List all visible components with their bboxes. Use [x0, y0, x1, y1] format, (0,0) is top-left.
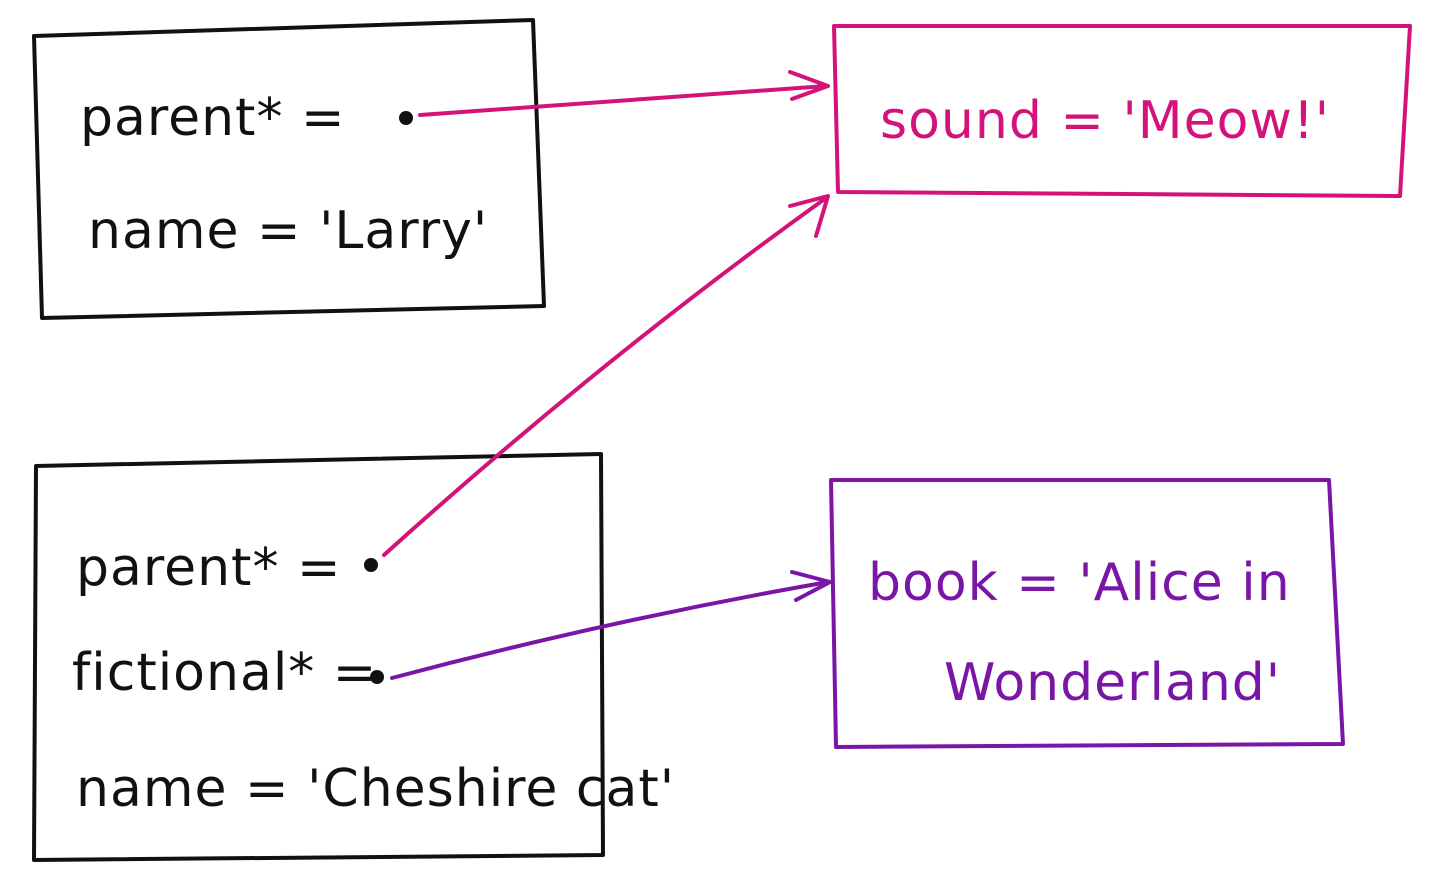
- cheshire-parent-pointer-dot: [364, 558, 378, 572]
- cat-prototype-box-outline: [832, 24, 1412, 198]
- cheshire-fictional-arrowhead: [790, 570, 832, 602]
- larry-name-field: name = 'Larry': [88, 201, 488, 261]
- cheshire-parent-arrow: [382, 194, 830, 557]
- cheshire-name-field: name = 'Cheshire cat': [76, 759, 675, 819]
- cheshire-parent-arrowhead: [788, 194, 830, 238]
- larry-parent-field: parent* =: [80, 88, 346, 148]
- larry-object: parent* = name = 'Larry': [32, 18, 546, 320]
- larry-parent-arrow-line: [418, 84, 828, 117]
- cat-prototype-sound-field: sound = 'Meow!': [880, 91, 1330, 151]
- cheshire-fictional-arrow-line: [390, 580, 830, 680]
- larry-parent-arrowhead: [788, 70, 830, 101]
- cheshire-box-outline: [32, 452, 605, 862]
- fiction-prototype-book-line2: Wonderland': [944, 653, 1281, 713]
- cheshire-object: parent* = fictional* = name = 'Cheshire …: [32, 452, 675, 862]
- fiction-prototype-object: book = 'Alice in Wonderland': [829, 478, 1345, 749]
- larry-parent-pointer-dot: [399, 111, 413, 125]
- cat-prototype-object: sound = 'Meow!': [832, 24, 1412, 198]
- fiction-prototype-box-outline: [829, 478, 1345, 749]
- larry-parent-arrow: [418, 70, 830, 117]
- cheshire-fictional-pointer-dot: [370, 670, 384, 684]
- fiction-prototype-book-line1: book = 'Alice in: [868, 553, 1291, 613]
- cheshire-fictional-field: fictional* =: [72, 643, 377, 703]
- larry-box-outline: [32, 18, 546, 320]
- cheshire-parent-arrow-line: [382, 196, 828, 557]
- cheshire-fictional-arrow: [390, 570, 832, 680]
- cheshire-parent-field: parent* =: [76, 538, 342, 598]
